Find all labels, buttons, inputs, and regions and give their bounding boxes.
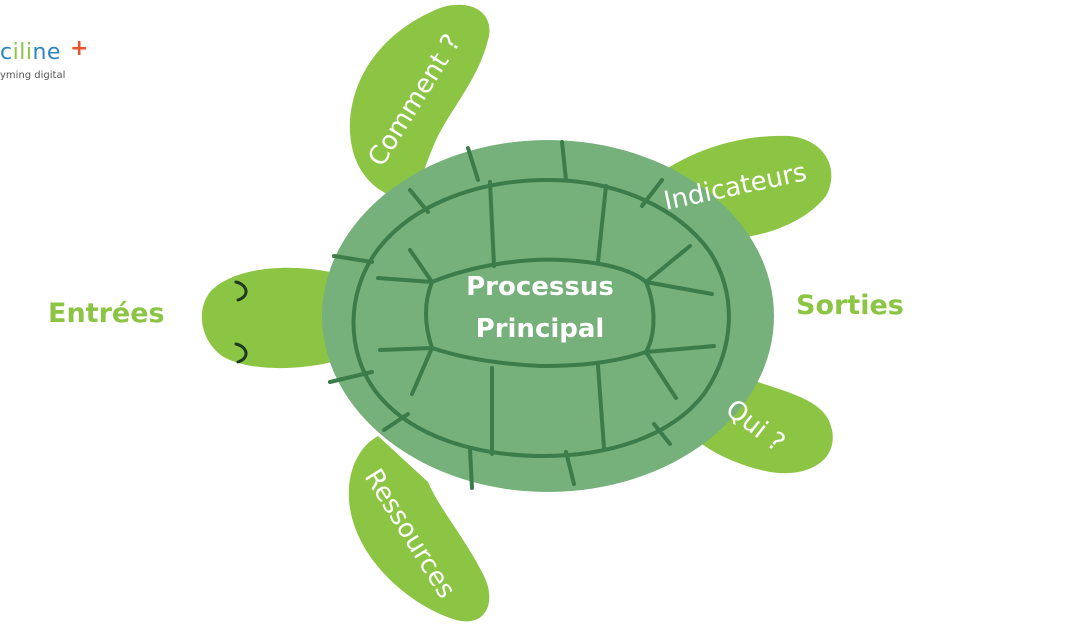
logo-tagline: yming digital (0, 70, 66, 81)
logo-plus-icon: + (70, 36, 89, 61)
flipper-bottom-left (348, 436, 490, 622)
turtle-head (201, 267, 332, 369)
brand-logo: ciline + yming digital (0, 36, 110, 90)
center-title-line-1: Processus (466, 272, 614, 302)
logo-part-1: c (0, 40, 13, 65)
label-entrees: Entrées (48, 298, 165, 329)
shell-pattern (328, 140, 731, 490)
turtle-eye-bottom (234, 342, 248, 364)
center-title-line-2: Principal (475, 314, 605, 344)
flipper-top-left (349, 4, 490, 196)
turtle-eye-top (234, 280, 248, 302)
logo-wordmark: ciline (0, 40, 61, 66)
center-title: Processus Principal (430, 266, 650, 350)
logo-part-2: ili (12, 40, 33, 65)
turtle-shell (322, 140, 774, 492)
label-sorties: Sorties (796, 290, 904, 321)
flipper-top-right (650, 135, 832, 238)
logo-part-3: ne (32, 40, 61, 65)
